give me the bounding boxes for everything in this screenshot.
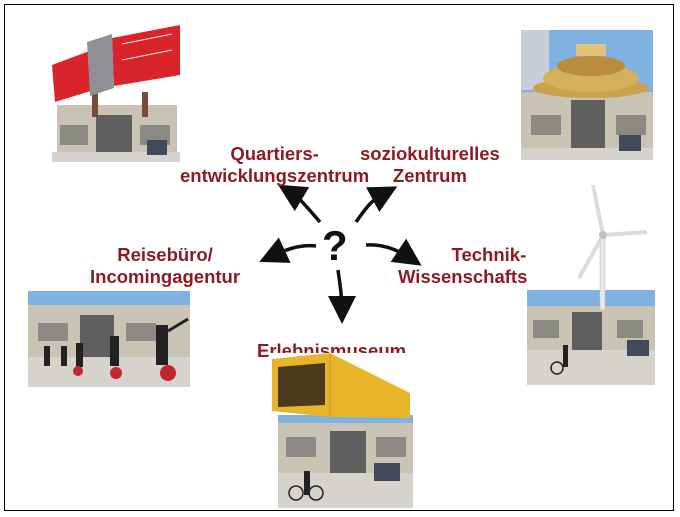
label-quartier-line1: Quartiers- xyxy=(230,143,319,164)
photo-technik-wind-turbine xyxy=(527,180,655,385)
label-reise-line2: Incomingagentur xyxy=(90,266,241,287)
arrow-to-erlebnis xyxy=(327,269,356,324)
label-sozio-line2: Zentrum xyxy=(392,165,467,186)
center-question-mark: ? xyxy=(322,222,348,269)
label-technik-line1: Technik- xyxy=(451,244,527,265)
label-quartier-line2: entwicklungszentrum xyxy=(180,165,370,186)
label-sozio-line1: soziokulturelles xyxy=(360,143,500,164)
arrow-to-quartier xyxy=(277,184,322,224)
photo-quartier-red-containers xyxy=(52,20,180,162)
arrow-to-reise xyxy=(259,237,317,263)
photo-reise-segway-tour xyxy=(28,291,190,387)
label-reise: Reisebüro/ Incomingagentur xyxy=(90,244,240,288)
photo-erlebnis-yellow-museum xyxy=(270,353,415,508)
label-quartier: Quartiers- entwicklungszentrum xyxy=(180,143,369,187)
photo-sozio-carousel xyxy=(521,30,653,160)
label-reise-line1: Reisebüro/ xyxy=(117,244,213,265)
arrow-to-sozio xyxy=(354,186,398,224)
label-sozio: soziokulturelles Zentrum xyxy=(360,143,500,187)
arrow-to-technik xyxy=(365,238,422,266)
